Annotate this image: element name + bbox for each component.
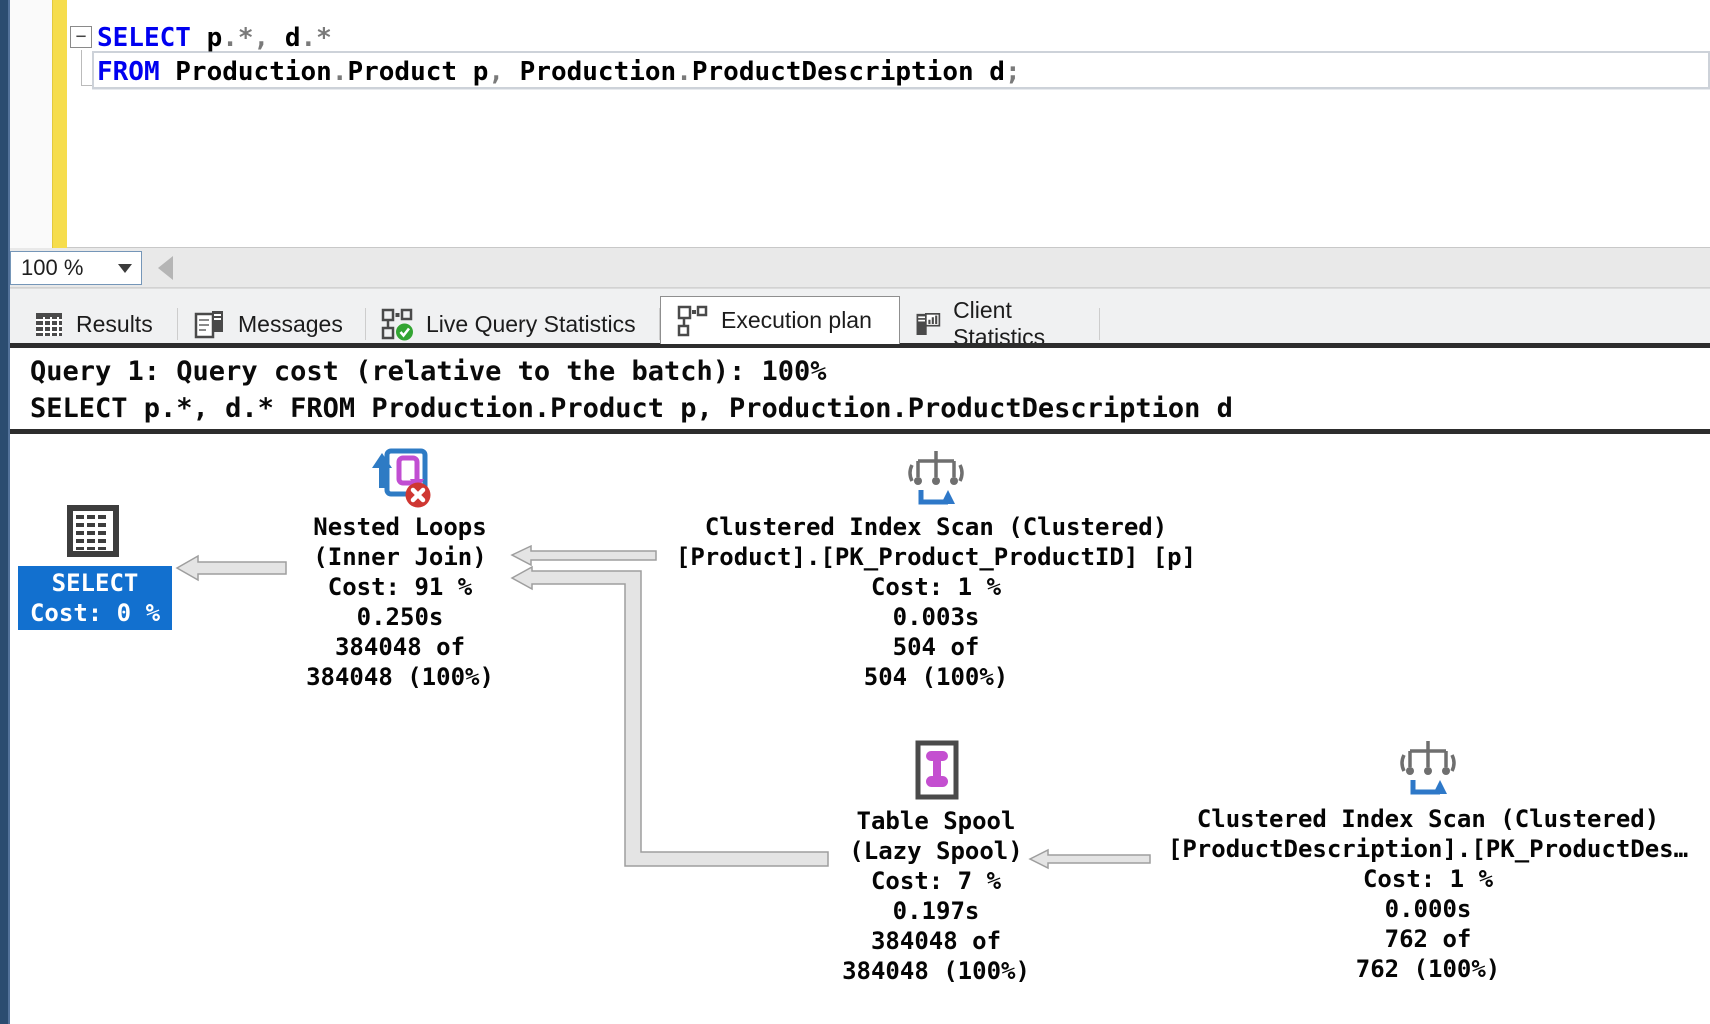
plan-header: Query 1: Query cost (relative to the bat… [10,348,1710,429]
window-edge-strip [0,0,10,1024]
client-stats-icon [916,313,941,335]
arrow-nestedloops-to-select[interactable] [175,554,287,582]
chevron-down-icon[interactable] [118,263,132,273]
plan-query-text-line: SELECT p.*, d.* FROM Production.Product … [30,393,1233,424]
arrow-indexscan-proddesc-to-tablespool[interactable] [1028,848,1151,870]
collapse-guide-line [81,50,93,86]
clustered-index-scan-icon [908,451,964,505]
code-line-2: FROM Production.Product p, Production.Pr… [97,57,1021,87]
results-grid-icon [36,313,62,336]
tab-label: Live Query Statistics [426,310,636,337]
separator-line [10,429,1710,434]
collapse-region-toggle[interactable]: − [70,26,92,48]
live-query-stats-icon [381,308,413,341]
execution-plan-icon [677,305,708,336]
plan-query-cost-line: Query 1: Query cost (relative to the bat… [30,356,827,387]
current-statement-highlight [92,51,1710,89]
tab-client-statistics[interactable]: Client Statistics [900,297,1100,350]
code-line-1: SELECT p.*, d.* [97,23,332,53]
messages-icon [194,311,223,339]
tab-label: Messages [238,310,343,337]
result-grid-icon [67,505,119,557]
clustered-index-scan-product-label: Clustered Index Scan (Clustered)[Product… [675,513,1197,691]
nested-loops-label: Nested Loops(Inner Join)Cost: 91 %0.250s… [306,513,494,691]
scroll-left-arrow-icon[interactable] [158,256,173,280]
tab-live-query-statistics[interactable]: Live Query Statistics [366,304,660,344]
arrow-tablespool-to-nestedloops[interactable] [510,565,829,867]
tab-label: Execution plan [721,307,872,333]
tab-messages[interactable]: Messages [180,304,366,344]
editor-gutter [10,0,52,248]
separator-line [10,343,1710,348]
tab-results[interactable]: Results [20,304,178,344]
nested-loops-icon [372,448,431,508]
tab-label: Results [76,310,153,337]
table-spool-icon [915,740,959,800]
clustered-index-scan-productdescription-label: Clustered Index Scan (Clustered)[Product… [1167,805,1689,983]
tab-execution-plan[interactable]: Execution plan [660,296,900,344]
results-tabstrip: Results Messages Live Q [10,288,1710,350]
editor-zoom-bar: 100 % [10,248,1710,288]
arrow-indexscan-product-to-nestedloops[interactable] [510,544,657,567]
zoom-level-select[interactable]: 100 % [10,251,142,285]
sql-editor[interactable]: − SELECT p.*, d.* FROM Production.Produc… [10,0,1710,248]
clustered-index-scan-icon [1400,741,1456,795]
zoom-level-value: 100 % [21,255,84,280]
plan-arrow-layer [175,544,1151,870]
change-tracking-bar [52,0,67,248]
